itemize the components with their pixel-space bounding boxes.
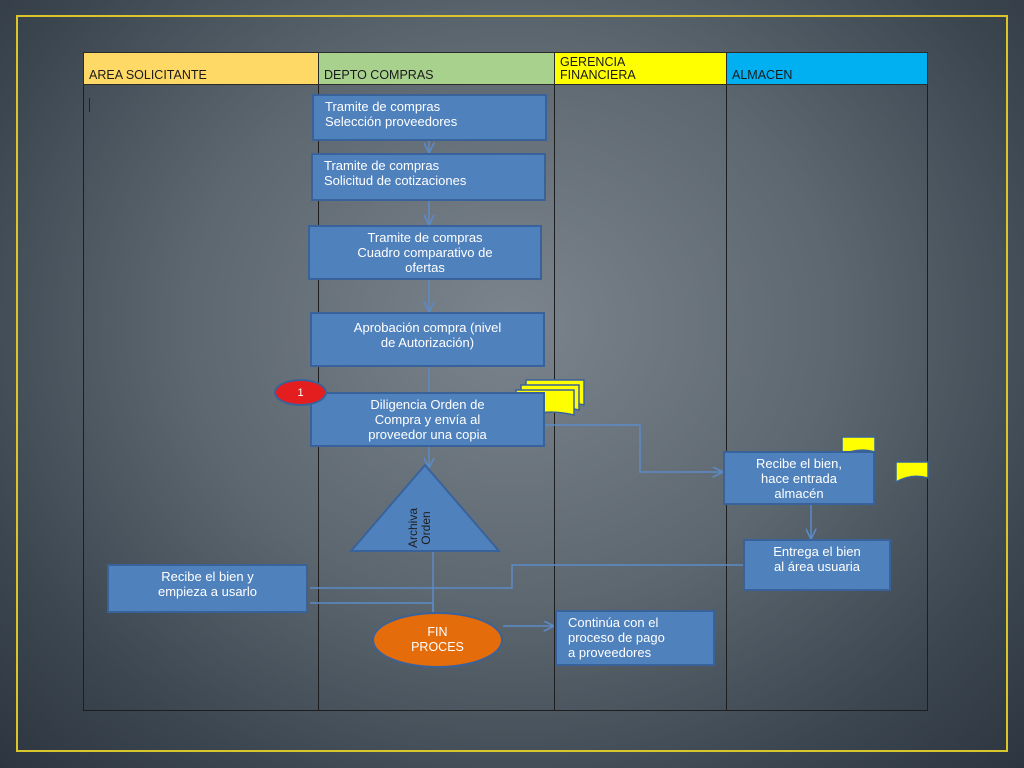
step-line: a proveedores [568, 645, 652, 660]
step-line: Diligencia Orden de [370, 397, 485, 412]
arrow-entrega-to-usuario [310, 564, 743, 589]
step-line: Aprobación compra (nivel [353, 320, 502, 335]
step-line: ofertas [405, 260, 445, 275]
step-line: proceso de pago [568, 630, 665, 645]
step-recibe-bien-usuario: Recibe el bien y empieza a usarlo [107, 564, 308, 613]
step-line: Cuadro comparativo de [357, 245, 493, 260]
arrow-orden-to-almacen [545, 424, 722, 472]
lane-header-depto-compras: DEPTO COMPRAS [318, 52, 555, 85]
step-line: Compra y envía al [374, 412, 481, 427]
step-line: Recibe el bien, [756, 456, 842, 471]
step-line: Continúa con el [568, 615, 659, 630]
lane-header-almacen: ALMACEN [726, 52, 928, 85]
step-seleccion-proveedores: Tramite de compras Selección proveedores [312, 94, 547, 141]
step-cuadro-comparativo: Tramite de compras Cuadro comparativo de… [308, 225, 542, 280]
archive-triangle [348, 463, 502, 552]
step-line: Entrega el bien [773, 544, 861, 559]
lane-label-line1: GERENCIA [560, 55, 626, 69]
step-line: al área usuaria [774, 559, 860, 574]
step-line: Tramite de compras [325, 99, 441, 114]
end-process-oval: FIN PROCES [372, 612, 503, 668]
step-line: Recibe el bien y [161, 569, 254, 584]
step-line: Tramite de compras [367, 230, 483, 245]
arrow-usuario-to-fin [310, 602, 434, 612]
lane-almacen [726, 85, 928, 711]
end-label-line1: FIN [427, 625, 448, 639]
end-label-line2: PROCES [411, 640, 464, 654]
divider-mark [89, 98, 90, 112]
step-line: Selección proveedores [325, 114, 458, 129]
lane-header-gerencia-financiera: GERENCIA FINANCIERA [554, 52, 727, 85]
connector-badge: 1 [274, 379, 327, 406]
step-line: proveedor una copia [368, 427, 487, 442]
lane-label: ALMACEN [732, 68, 793, 82]
step-line: Tramite de compras [324, 158, 440, 173]
lane-label: DEPTO COMPRAS [324, 68, 434, 82]
step-line: empieza a usarlo [158, 584, 257, 599]
step-line: de Autorización) [380, 335, 475, 350]
step-line: hace entrada [761, 471, 837, 486]
step-recibe-bien-almacen: Recibe el bien, hace entrada almacén [723, 451, 875, 505]
step-aprobacion-compra: Aprobación compra (nivel de Autorización… [310, 312, 545, 367]
slide-frame [16, 15, 1008, 752]
archive-label-line2: Orden [419, 511, 433, 545]
step-orden-compra: Diligencia Orden de Compra y envía al pr… [310, 392, 545, 447]
archive-label: Archiva Orden [406, 498, 437, 558]
step-solicitud-cotizaciones: Tramite de compras Solicitud de cotizaci… [311, 153, 546, 201]
lane-header-area-solicitante: AREA SOLICITANTE [83, 52, 319, 85]
step-proceso-pago: Continúa con el proceso de pago a provee… [555, 610, 715, 666]
connector-label: 1 [297, 386, 304, 399]
step-line: almacén [774, 486, 824, 501]
lane-label: AREA SOLICITANTE [89, 68, 207, 82]
document-icon [895, 461, 929, 484]
step-entrega-bien: Entrega el bien al área usuaria [743, 539, 891, 591]
lane-label-line2: FINANCIERA [560, 68, 636, 82]
step-line: Solicitud de cotizaciones [324, 173, 467, 188]
